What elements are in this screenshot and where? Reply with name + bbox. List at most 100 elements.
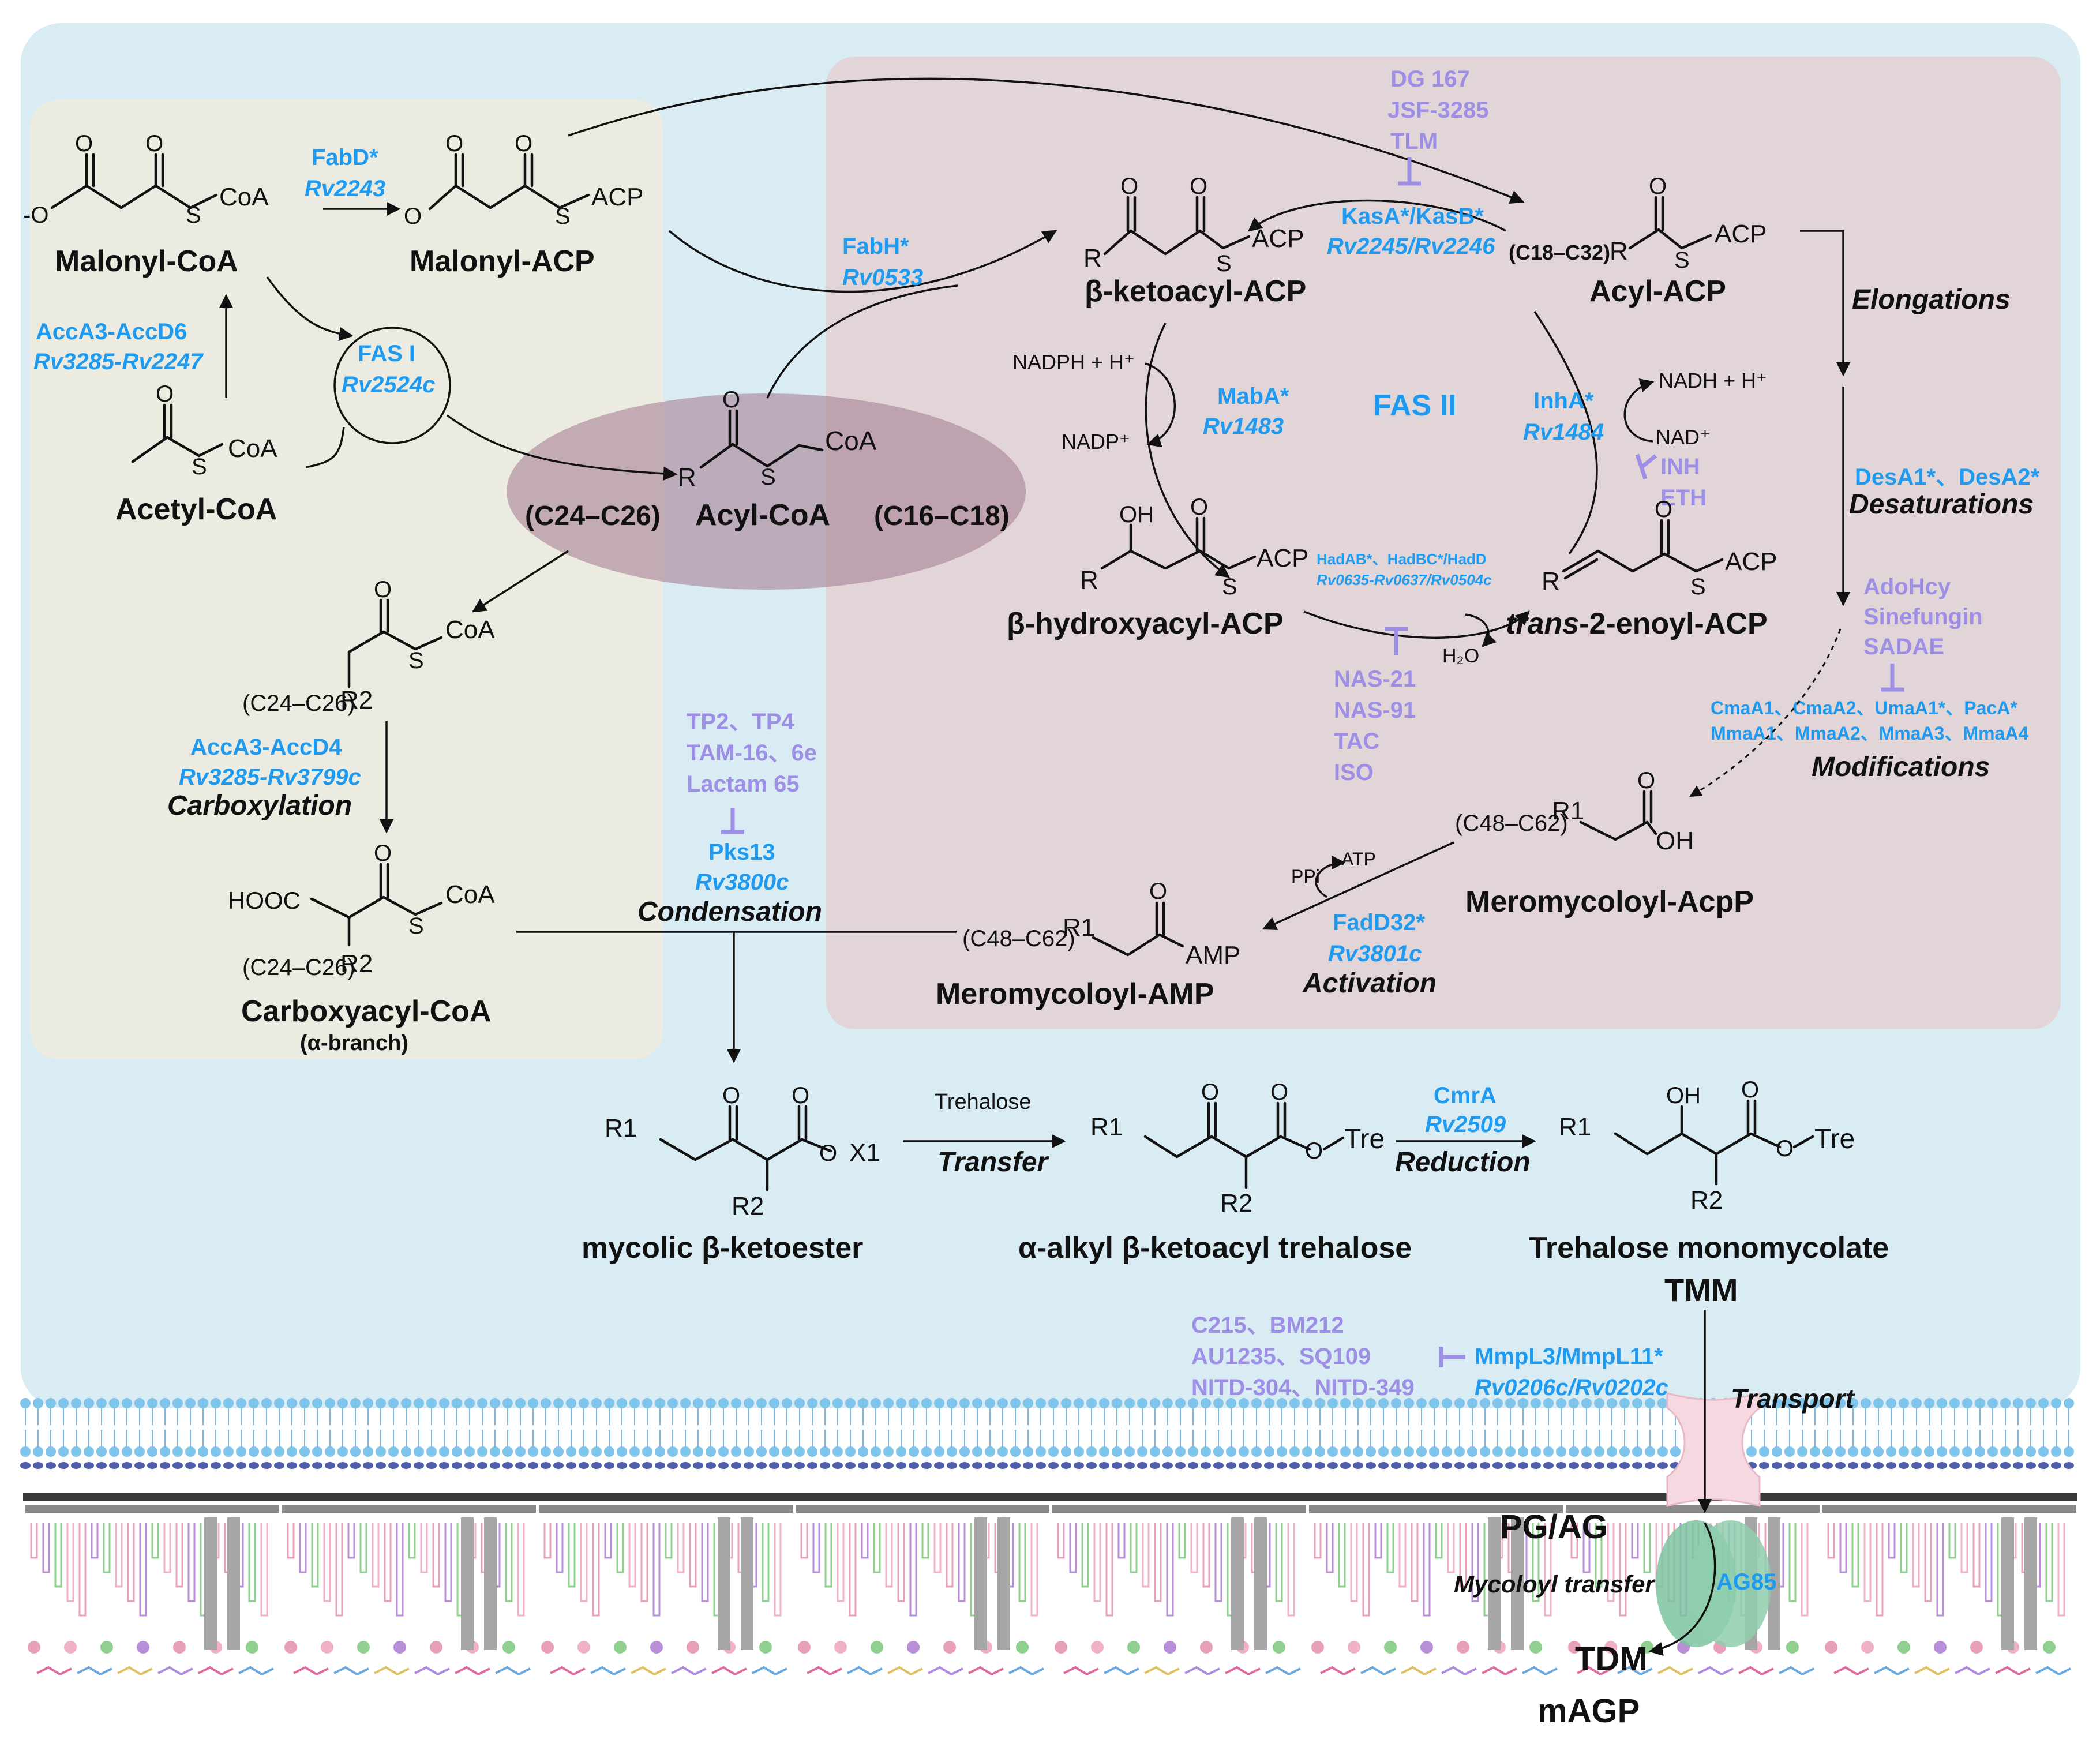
glycolipid-bead — [1899, 1462, 1909, 1469]
cac-s: S — [408, 913, 424, 939]
mycolate-squiggle — [36, 1666, 72, 1676]
malonyl-coa-label: Malonyl-CoA — [55, 245, 238, 278]
lipid-head — [1670, 1446, 1681, 1457]
malonyl-acp-o1: O — [445, 131, 463, 156]
arabinogalactan-chain — [408, 1523, 416, 1559]
glycolipid-bead — [2026, 1462, 2036, 1469]
mods-inhibitor-1: AdoHcy — [1863, 574, 1951, 599]
mycolate-squiggle — [1265, 1666, 1301, 1676]
lipid-head — [1480, 1446, 1490, 1457]
arabinogalactan-chain — [1386, 1523, 1394, 1573]
arabinogalactan-chain — [933, 1523, 942, 1573]
lipid-head — [502, 1446, 513, 1457]
macpp-chain: (C48–C62) — [1455, 811, 1568, 836]
lipid-head — [1645, 1398, 1655, 1408]
arabinogalactan-chain — [420, 1523, 428, 1573]
acyl-coa-label: Acyl-CoA — [695, 498, 830, 532]
mycolate-squiggle — [752, 1666, 787, 1676]
arabinogalactan-chain — [2045, 1523, 2053, 1602]
lipid-head — [1759, 1446, 1769, 1457]
nadp-label: NADP⁺ — [1062, 430, 1130, 453]
nadh-label: NADH + H⁺ — [1659, 369, 1767, 392]
malonyl-acp-o3: O — [404, 204, 422, 229]
arabinogalactan-chain — [568, 1523, 576, 1588]
tea-s: S — [1690, 574, 1706, 599]
lipid-head — [1937, 1398, 1947, 1408]
lipid-head — [1404, 1398, 1414, 1408]
lipid-head — [46, 1398, 56, 1408]
fabh-arrow — [668, 230, 1058, 293]
lipid-head — [71, 1446, 81, 1457]
lipid-head — [401, 1398, 411, 1408]
lipid-head — [706, 1398, 716, 1408]
mmpl-inhibitor-1: C215、BM212 — [1191, 1313, 1344, 1338]
arabinogalactan-chain — [103, 1523, 111, 1573]
glycolipid-bead — [439, 1462, 449, 1469]
arabinogalactan-chain — [1398, 1523, 1407, 1588]
glycolipid-bead — [1429, 1462, 1439, 1469]
arabinogalactan-chain — [42, 1523, 50, 1573]
arabinogalactan-chain — [885, 1523, 893, 1588]
glycolipid-bead — [350, 1462, 361, 1469]
lipid-head — [756, 1398, 767, 1408]
mmpl-transporter — [1666, 1392, 1761, 1507]
glycolipid-bead — [1467, 1462, 1477, 1469]
trans-enoyl-acp-label: trans-2-enoyl-ACP — [1506, 607, 1768, 640]
lipid-head — [426, 1398, 437, 1408]
sugar-bead — [1457, 1641, 1469, 1654]
sugar-bead — [284, 1641, 297, 1654]
lipid-head — [807, 1398, 817, 1408]
mycolate-squiggle — [158, 1666, 193, 1676]
lipid-head — [1594, 1446, 1604, 1457]
lipid-head — [655, 1398, 665, 1408]
glycolipid-bead — [845, 1462, 856, 1469]
lipid-head — [1543, 1446, 1554, 1457]
lipid-head — [58, 1398, 69, 1408]
trehalose-label: Trehalose — [935, 1090, 1032, 1114]
lipid-head — [1556, 1446, 1566, 1457]
mycolate-squiggle — [1401, 1666, 1437, 1676]
glycolipid-bead — [71, 1462, 81, 1469]
arabinogalactan-chain — [909, 1523, 917, 1617]
lipid-head — [1264, 1446, 1274, 1457]
glycolipid-bead — [1201, 1462, 1211, 1469]
lipid-head — [820, 1398, 830, 1408]
inha-gene: Rv1484 — [1523, 419, 1604, 445]
arabinogalactan-chain — [1350, 1523, 1358, 1602]
mycolate-squiggle — [455, 1666, 490, 1676]
glycolipid-bead — [1594, 1462, 1604, 1469]
glycolipid-bead — [1036, 1462, 1046, 1469]
arabinogalactan-chain — [1595, 1523, 1603, 1588]
glycolipid-bead — [1937, 1462, 1947, 1469]
arabinogalactan-chain — [1018, 1523, 1026, 1602]
lipid-head — [1962, 1446, 1972, 1457]
lipid-head — [642, 1446, 652, 1457]
glycolipid-bead — [1188, 1462, 1198, 1469]
mycolate-squiggle — [333, 1666, 369, 1676]
lipid-head — [1239, 1398, 1249, 1408]
acyl-coa-r2-structure: O S CoA (C24–C26) R2 — [242, 577, 495, 716]
meromycoloyl-acpp-label: Meromycoloyl-AcpP — [1465, 885, 1754, 919]
arabinogalactan-chain — [1338, 1523, 1346, 1588]
sugar-bead — [907, 1641, 920, 1654]
acyl-coa-coa: CoA — [825, 426, 877, 456]
sugar-bead — [321, 1641, 333, 1654]
pks13-inhibitor-1: TP2、TP4 — [687, 709, 794, 734]
glycolipid-bead — [312, 1462, 322, 1469]
lipid-head — [1404, 1446, 1414, 1457]
lipid-head — [934, 1398, 944, 1408]
meromycoloyl-acpp-structure: O OH R1 (C48–C62) — [1455, 768, 1694, 855]
mamp-o: O — [1149, 879, 1167, 904]
lipid-head — [1378, 1398, 1389, 1408]
lipid-head — [261, 1446, 272, 1457]
arabinogalactan-chain — [1411, 1523, 1419, 1602]
lipid-bilayer — [20, 1398, 2074, 1469]
lipid-head — [1112, 1398, 1122, 1408]
arabinogalactan-chain — [78, 1523, 87, 1617]
lipid-head — [452, 1398, 462, 1408]
arabinogalactan-chain — [1459, 1523, 1467, 1588]
lipid-head — [198, 1398, 208, 1408]
lipid-head — [706, 1446, 716, 1457]
lipid-head — [959, 1398, 970, 1408]
glycolipid-bead — [744, 1462, 754, 1469]
